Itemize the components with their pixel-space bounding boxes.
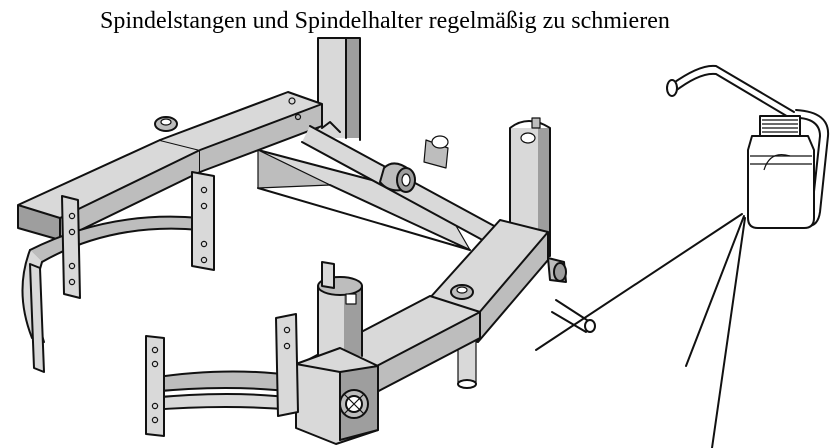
spindle-holder-cylinder bbox=[295, 276, 379, 445]
spindle-bar bbox=[301, 121, 521, 257]
left-curved-rail bbox=[21, 171, 215, 373]
oil-can-icon bbox=[666, 64, 830, 229]
front-curved-rail bbox=[145, 261, 335, 437]
pointer-lines bbox=[535, 213, 746, 448]
upper-vertical-post bbox=[317, 37, 361, 141]
instruction-caption: Spindelstangen und Spindelhalter regelmä… bbox=[100, 8, 670, 34]
